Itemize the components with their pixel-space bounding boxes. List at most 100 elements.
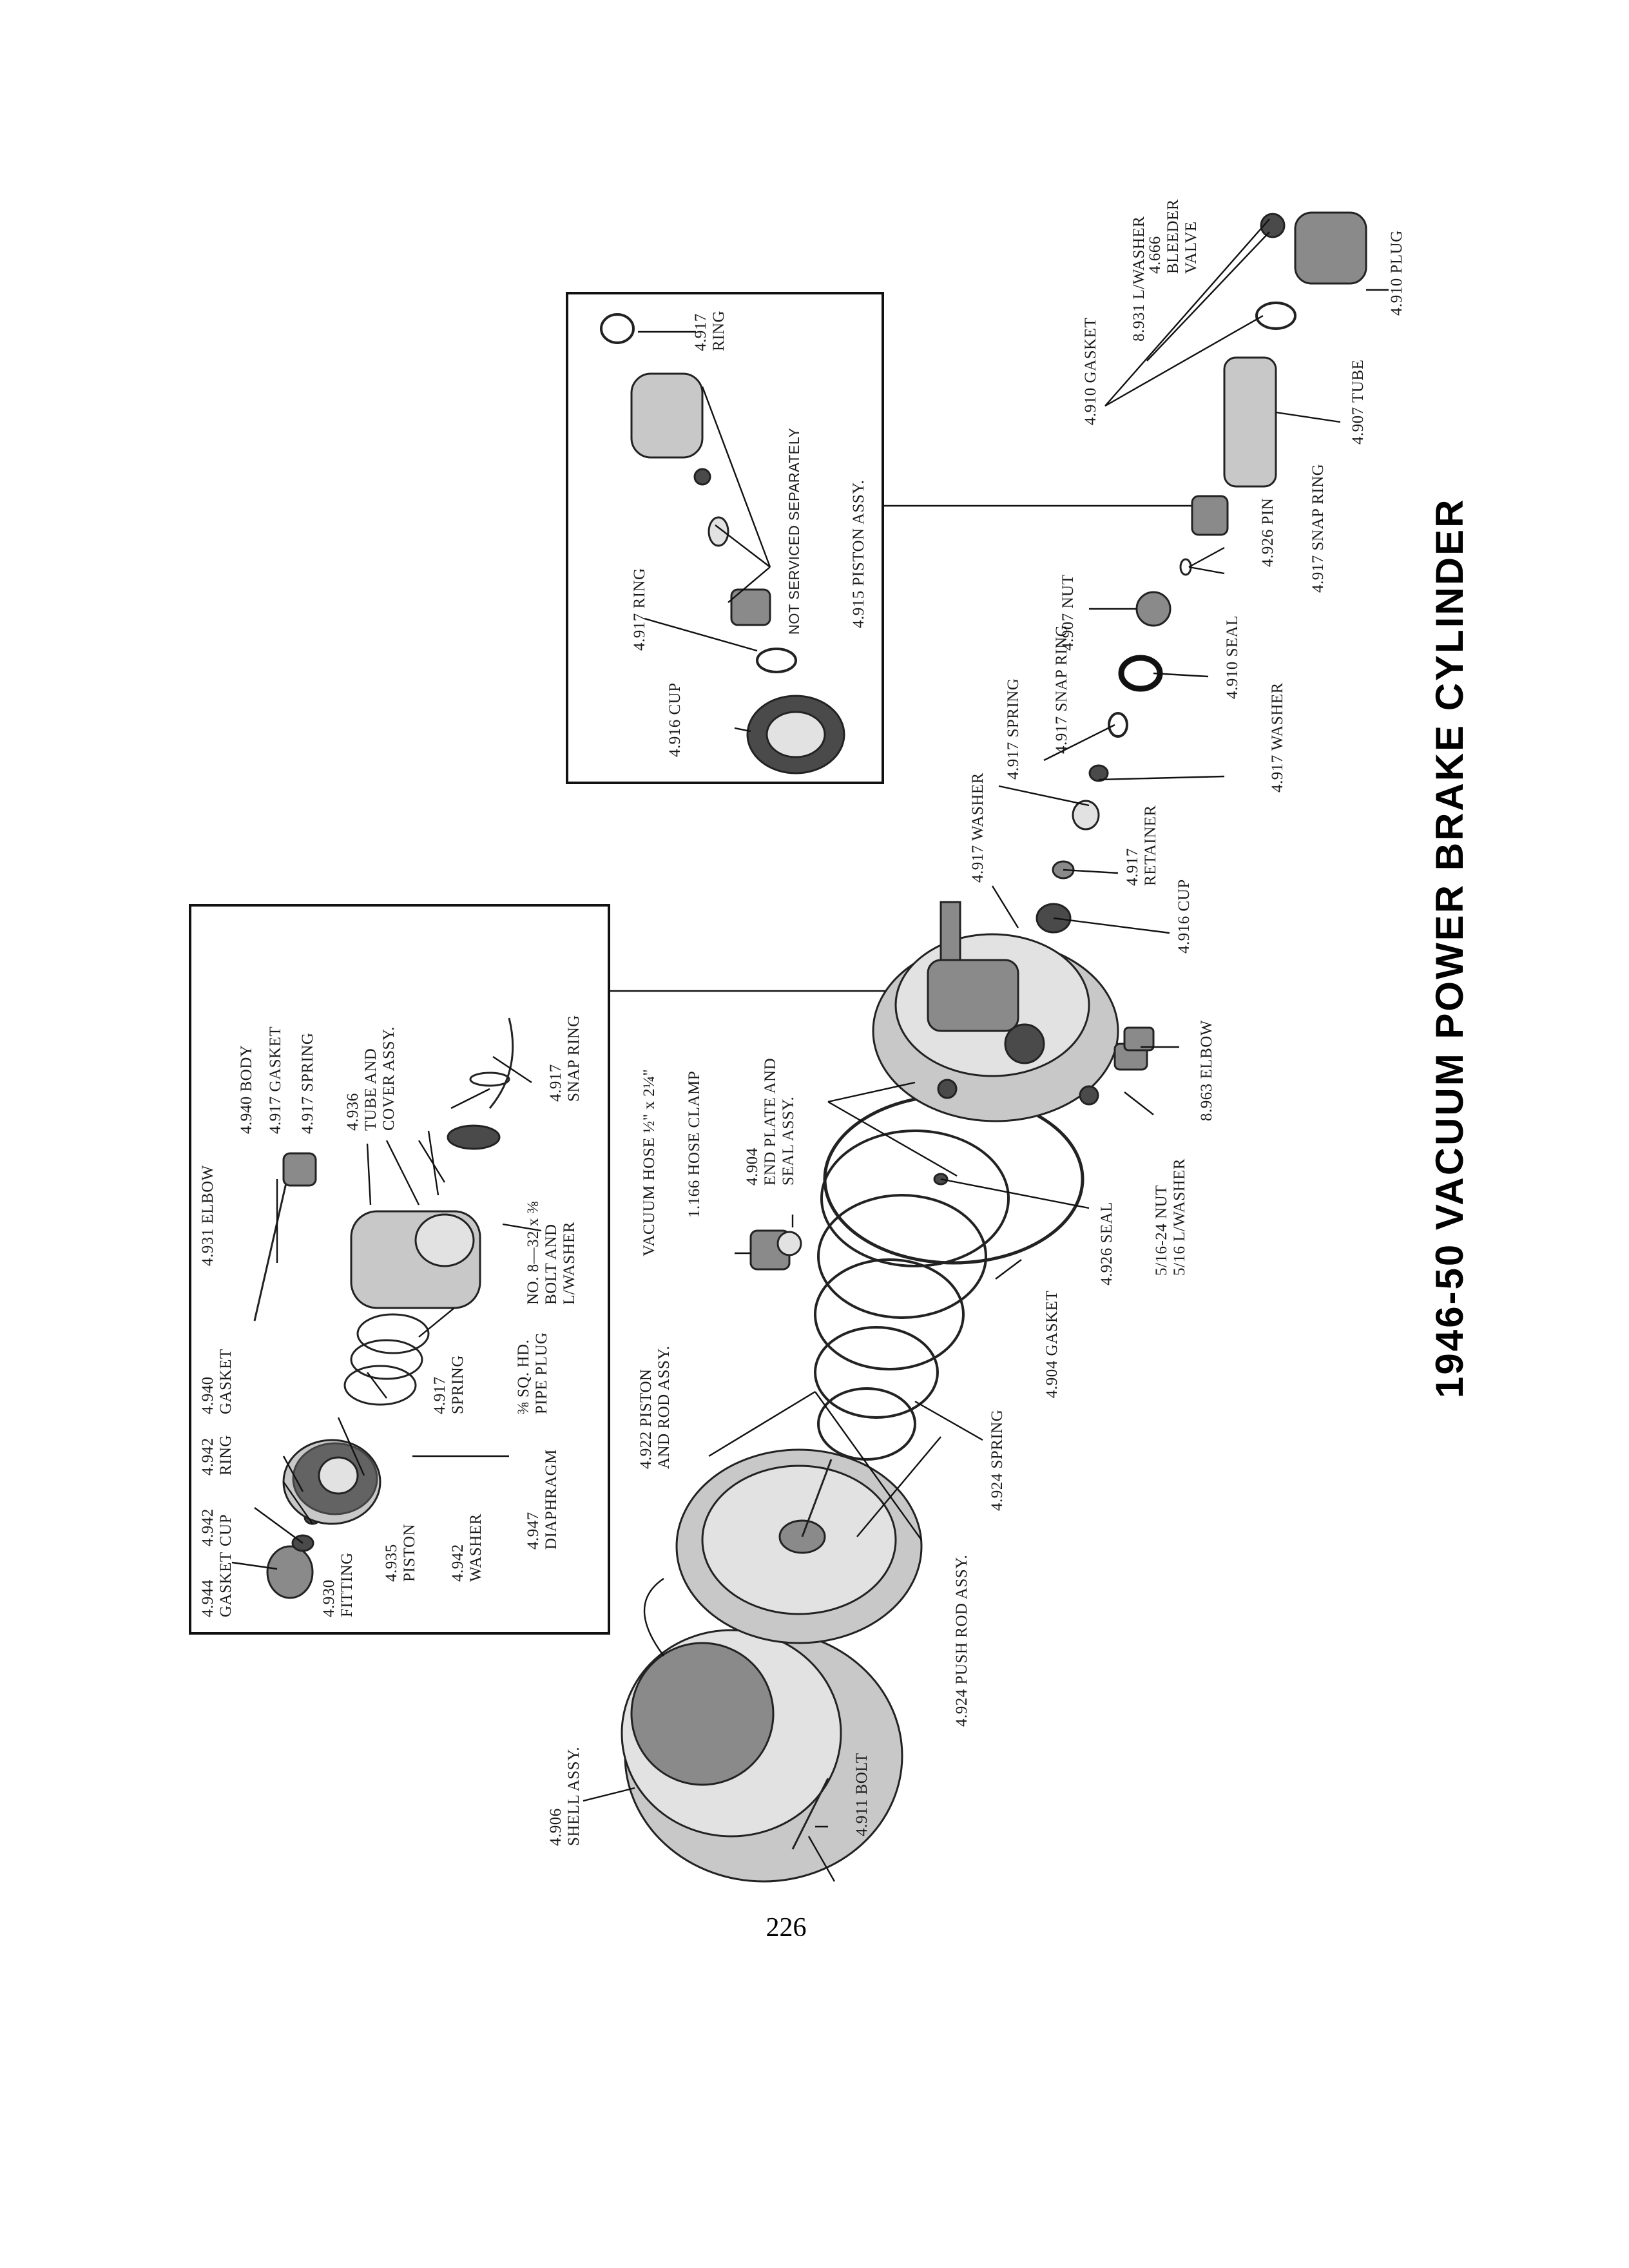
label-inset-cup: 4.916 CUP	[666, 682, 684, 757]
label-fitting-num: 4.930	[320, 1579, 338, 1617]
plug-4910-drawing	[1294, 211, 1367, 285]
label-tube-cover-l2: COVER ASSY.	[380, 1026, 398, 1131]
label-inset-ring-top-name: RING	[710, 311, 728, 351]
label-push-rod-assy: 4.924 PUSH ROD ASSY.	[953, 1555, 970, 1727]
label-gasket-4944-name: GASKET	[217, 1552, 235, 1617]
label-snap-ring-name: SNAP RING	[565, 1015, 583, 1102]
label-pipe-plug-l1: ⅜ SQ. HD.	[515, 1340, 532, 1414]
label-piston-4935-name: PISTON	[401, 1524, 418, 1582]
spring-4924-drawing	[814, 1129, 1010, 1461]
label-gasket-4940-name: GASKET	[217, 1349, 235, 1414]
hose-clamp-drawing	[749, 1229, 802, 1271]
label-bolt: 4.911 BOLT	[853, 1753, 871, 1836]
label-end-plate-l1: END PLATE AND	[762, 1058, 779, 1186]
label-washer-4942-name: WASHER	[467, 1514, 485, 1582]
label-snap-ring-right: 4.917 SNAP RING	[1309, 464, 1327, 593]
pin-4926-drawing	[1191, 495, 1229, 536]
label-body-4940: 4.940 BODY	[238, 1045, 255, 1134]
label-spring-4917b: 4.917 SPRING	[299, 1033, 316, 1134]
label-seal-4910: 4.910 SEAL	[1224, 615, 1241, 699]
elbow-8963-drawing	[1123, 1026, 1155, 1052]
label-tube-4907: 4.907 TUBE	[1349, 360, 1367, 445]
valve-inset-box	[189, 904, 610, 1635]
label-hose-clamp: 1.166 HOSE CLAMP	[686, 1071, 703, 1218]
label-retainer-name: RETAINER	[1142, 805, 1159, 886]
label-snap-ring-num: 4.917	[547, 1064, 564, 1102]
label-vacuum-hose: VACUUM HOSE ½" x 2¼"	[641, 1069, 658, 1256]
label-gasket-4944-num: 4.944	[199, 1579, 217, 1617]
label-ring-4942-name: RING	[217, 1435, 235, 1475]
snap-ring-mid-drawing	[1108, 712, 1128, 738]
leader-lines	[231, 218, 1389, 1828]
label-shell-assy-num: 4.906	[547, 1808, 564, 1846]
label-pipe-plug-l2: PIPE PLUG	[533, 1332, 550, 1414]
label-plug-4910: 4.910 PLUG	[1388, 230, 1405, 316]
label-gasket-4940-num: 4.940	[199, 1376, 217, 1414]
label-nut-l2: 5/16 L/WASHER	[1171, 1158, 1188, 1276]
label-spring-4917-upper: 4.917 SPRING	[1005, 678, 1022, 780]
label-inset-piston-assy: 4.915 PISTON ASSY.	[850, 480, 867, 628]
piston-rod-drawing	[675, 1448, 923, 1644]
label-inset-not-serviced: NOT SERVICED SEPARATELY	[786, 428, 802, 635]
shell-assy-drawing	[621, 1578, 903, 1883]
label-bleeder-l1: BLEEDER	[1164, 199, 1182, 274]
label-tube-cover-l1: TUBE AND	[362, 1048, 380, 1131]
label-bleeder-l2: VALVE	[1182, 221, 1200, 274]
label-bolt-l1: NO. 8—32 x ⅜	[525, 1201, 542, 1305]
spring-4917-drawing	[1072, 800, 1100, 831]
bolt-4911-drawing	[791, 1778, 829, 1850]
end-plate-drawing	[872, 901, 1148, 1122]
label-ring-4942-num: 4.942	[199, 1437, 217, 1475]
piston-inset-box	[566, 292, 884, 784]
label-bleeder-num: 4.666	[1146, 236, 1164, 274]
label-nut-l1: 5/16-24 NUT	[1153, 1185, 1170, 1276]
nut-4907-drawing	[1135, 591, 1171, 627]
label-washer-4917-lower: 4.917 WASHER	[1269, 682, 1286, 793]
label-gasket-4904: 4.904 GASKET	[1043, 1291, 1061, 1398]
gasket-4904-drawing	[823, 1093, 1084, 1265]
label-gasket-4910: 4.910 GASKET	[1082, 318, 1099, 425]
washer-4917-drawing	[1088, 764, 1109, 782]
label-cup-4942-num: 4.942	[199, 1508, 217, 1546]
bleeder-valve-drawing	[1260, 213, 1286, 238]
label-piston-rod-num: 4.922 PISTON	[637, 1369, 655, 1469]
label-tube-cover-num: 4.936	[344, 1093, 361, 1131]
label-inset-ring-left: 4.917 RING	[631, 568, 648, 651]
page-number: 226	[766, 1913, 807, 1943]
tube-4907-drawing	[1223, 356, 1277, 488]
label-bolt-l2: BOLT AND	[543, 1224, 560, 1305]
label-end-plate-num: 4.904	[744, 1148, 761, 1186]
label-shell-assy-name: SHELL ASSY.	[565, 1747, 583, 1846]
label-diaphragm-name: DIAPHRAGM	[543, 1449, 560, 1550]
label-l-washer-8931: 8.931 L/WASHER	[1130, 216, 1148, 342]
valve-inset-parts	[253, 1017, 514, 1599]
label-bolt-l3: L/WASHER	[561, 1222, 578, 1305]
label-piston-rod-name: AND ROD ASSY.	[655, 1345, 673, 1469]
label-spring-4917-num: 4.917	[431, 1376, 448, 1414]
label-cup-4916: 4.916 CUP	[1175, 879, 1193, 954]
piston-inset-parts	[600, 313, 845, 774]
label-cup-4942-name: CUP	[217, 1514, 235, 1546]
label-spring-4924: 4.924 SPRING	[988, 1410, 1006, 1511]
label-elbow-4931: 4.931 ELBOW	[199, 1165, 217, 1266]
label-nut-4907: 4.907 NUT	[1059, 575, 1077, 651]
page-title: 1946-50 VACUUM POWER BRAKE CYLINDER	[1428, 498, 1471, 1398]
label-retainer-num: 4.917	[1124, 848, 1141, 886]
gasket-4910-drawing	[1255, 302, 1296, 330]
label-gasket-4917: 4.917 GASKET	[267, 1026, 284, 1134]
label-washer-4917-upper: 4.917 WASHER	[969, 773, 987, 883]
label-piston-4935-num: 4.935	[383, 1544, 400, 1582]
label-spring-4917-name: SPRING	[449, 1355, 467, 1414]
label-washer-4942-num: 4.942	[449, 1544, 467, 1582]
label-end-plate-l2: SEAL ASSY.	[780, 1097, 797, 1186]
label-snap-ring-mid: 4.917 SNAP RING	[1053, 625, 1070, 754]
label-pin-4926: 4.926 PIN	[1259, 498, 1277, 567]
label-diaphragm-num: 4.947	[525, 1512, 542, 1550]
label-fitting-name: FITTING	[338, 1552, 356, 1617]
callout-labels: 4.906 SHELL ASSY. 4.911 BOLT 4.924 PUSH …	[199, 199, 1405, 1846]
label-seal-4926: 4.926 SEAL	[1098, 1202, 1115, 1285]
label-inset-ring-top-num: 4.917	[692, 313, 709, 351]
label-elbow-8963: 8.963 ELBOW	[1198, 1020, 1215, 1121]
